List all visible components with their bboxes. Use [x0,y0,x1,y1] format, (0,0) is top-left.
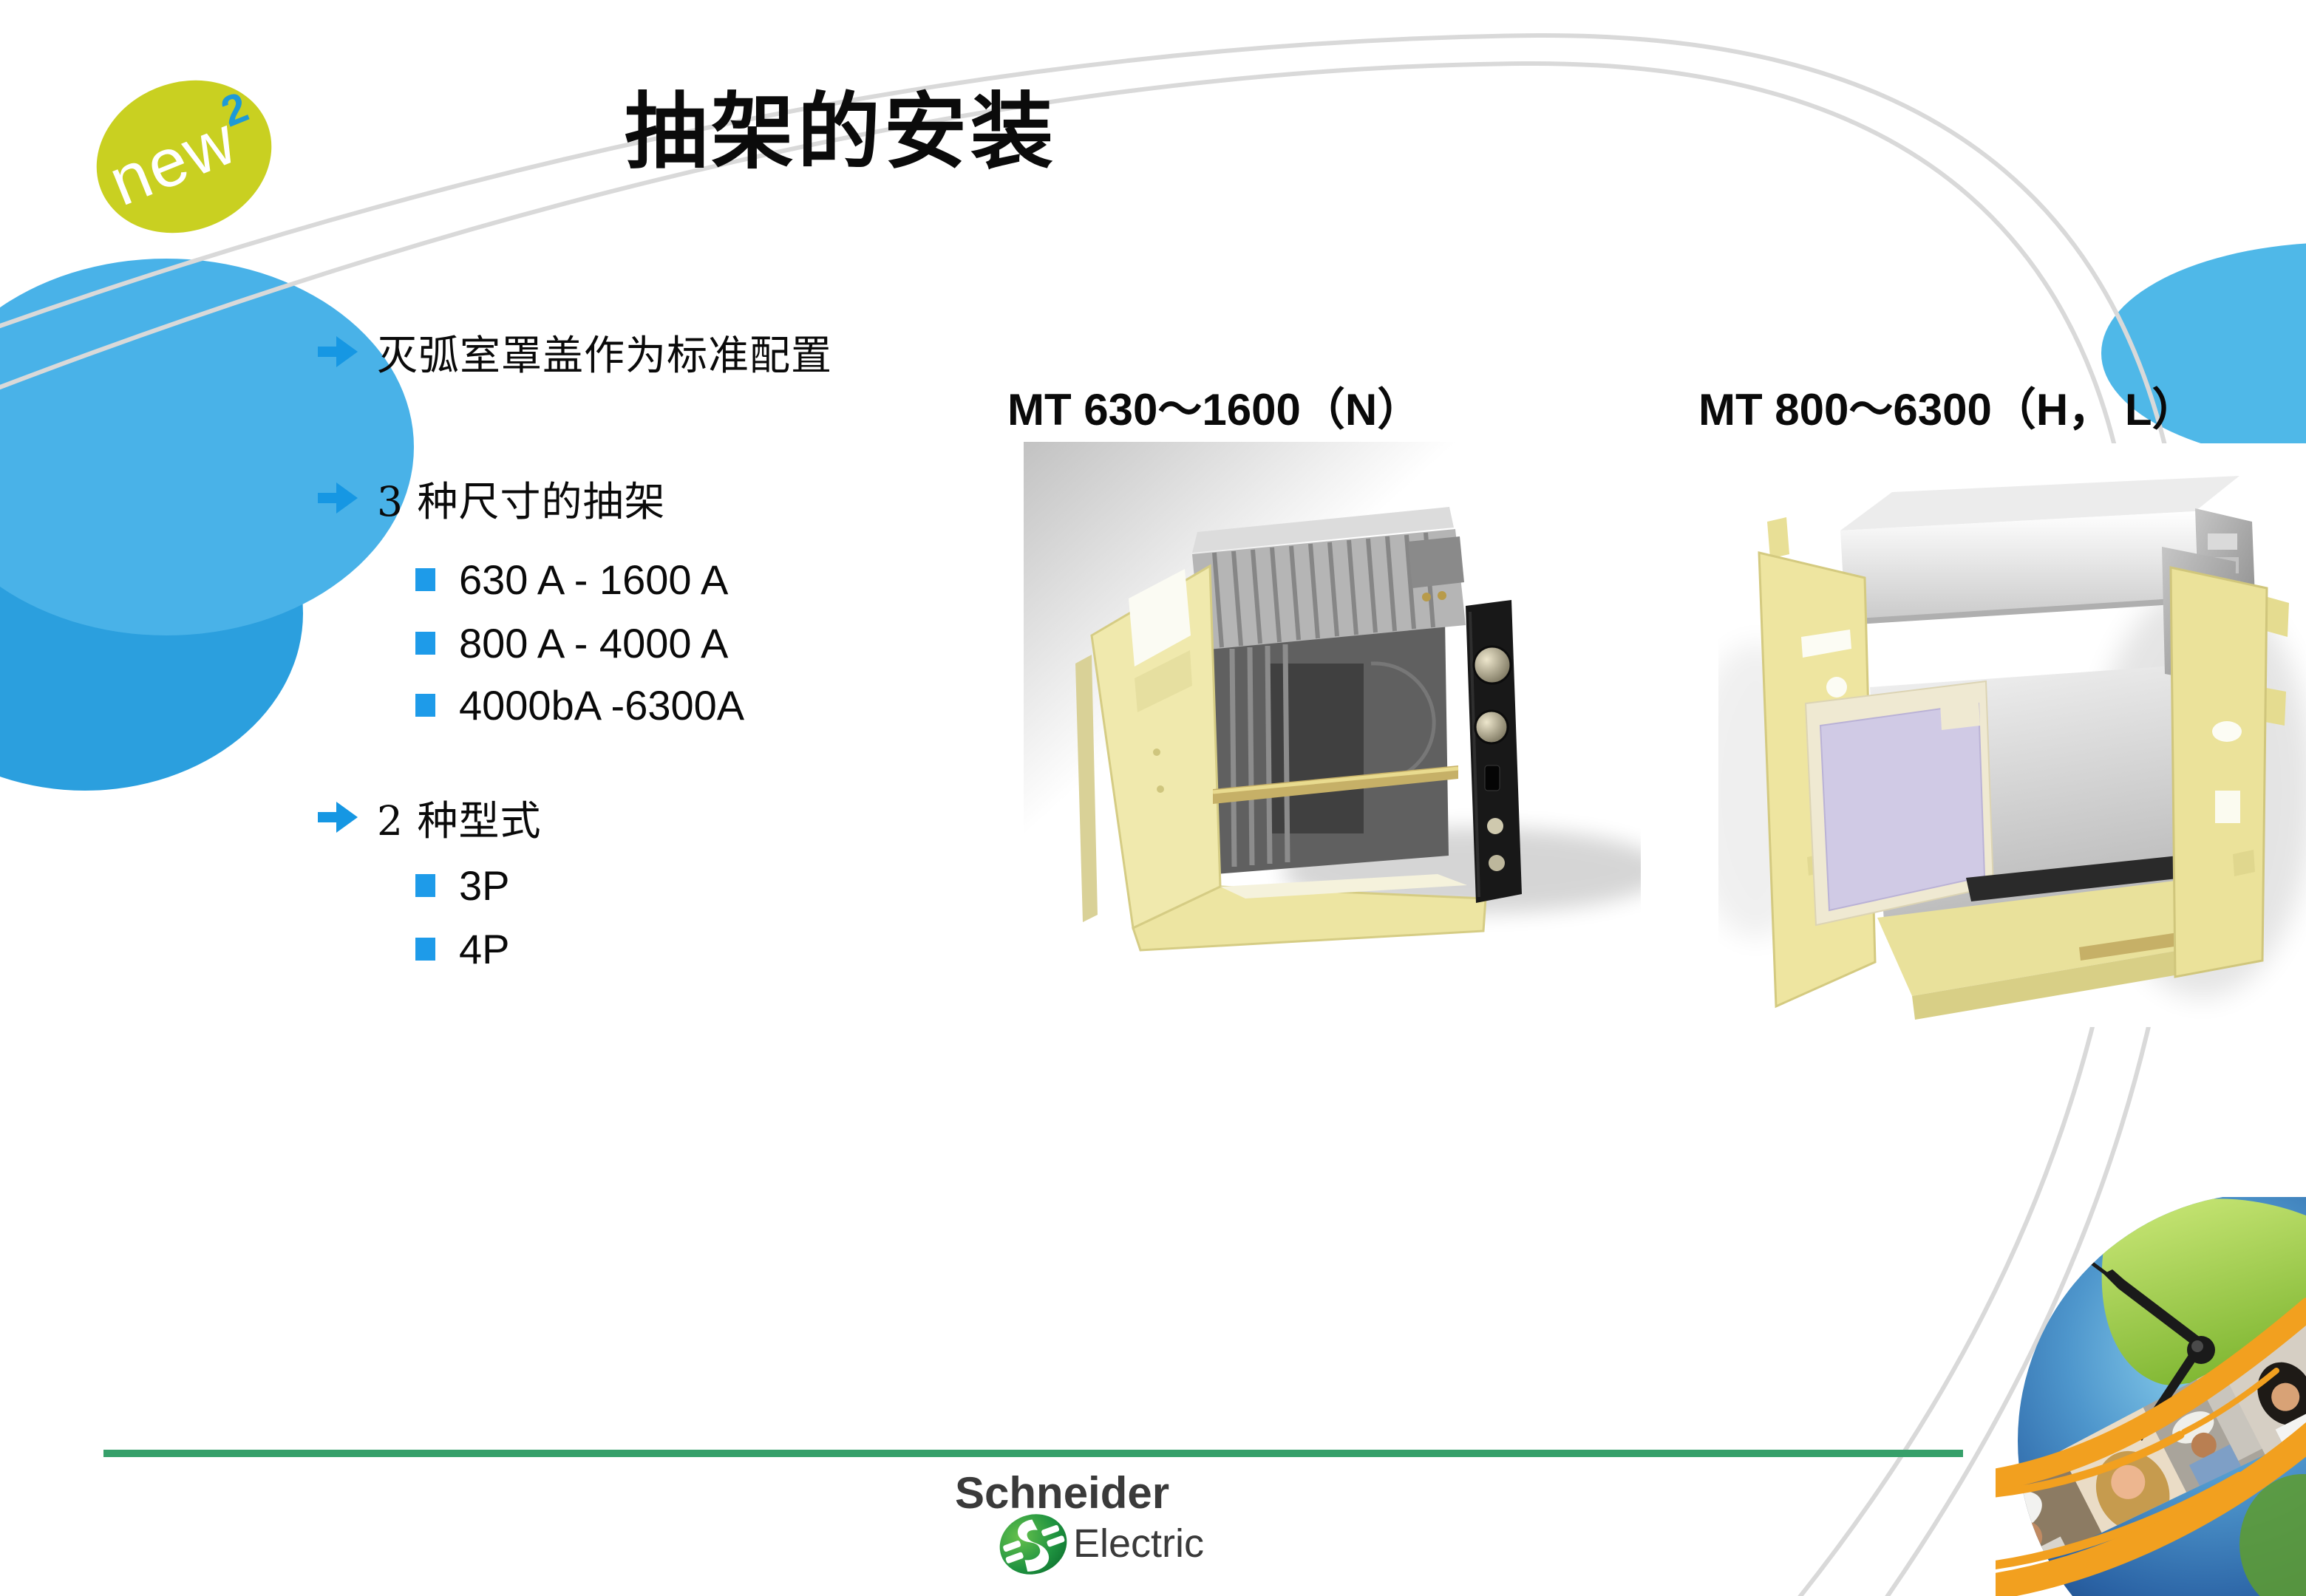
sub-item-label: 800 A - 4000 A [459,620,729,666]
bullet-label: 2 种型式 [377,797,542,845]
square-bullet-icon [415,874,435,897]
sub-item-630-1600: 630 A - 1600 A [415,556,728,604]
footer-divider-line [103,1450,1963,1457]
arrow-bullet-icon [318,802,358,833]
square-bullet-icon [415,938,435,961]
cradle-large-illustration [1718,476,2306,1020]
sub-item-800-4000: 800 A - 4000 A [415,619,728,667]
sub-item-label: 4000bA -6300A [459,682,745,729]
sub-item-label: 630 A - 1600 A [459,556,729,603]
arc-line-inner [0,61,2140,1596]
sub-item-4p: 4P [415,925,510,973]
bullet-label: 灭弧室罩盖作为标准配置 [377,332,833,379]
sub-item-3p: 3P [415,862,510,910]
sub-item-label: 4P [459,926,510,972]
sub-item-4000-6300: 4000bA -6300A [415,681,744,729]
bullet-item-1: 灭弧室罩盖作为标准配置 [318,322,832,381]
product-image-mt-630-1600 [1024,442,1641,952]
globe-illustration [1996,1197,2306,1596]
schneider-badge-icon [996,1509,1070,1580]
sub-item-label: 3P [459,862,510,909]
bullet-item-2: 3 种尺寸的抽架 [318,468,665,528]
arc-line-outer [0,33,2191,1596]
bullet-item-3: 2 种型式 [318,788,541,847]
square-bullet-icon [415,568,435,591]
brand-subname: Electric [1073,1521,1205,1566]
arrow-bullet-icon [318,336,358,367]
page-title: 抽架的安装 [625,83,1057,180]
square-bullet-icon [415,694,435,717]
left-blue-ellipse-light [0,259,414,635]
cradle-small-illustration [1024,442,1641,952]
bullet-label: 3 种尺寸的抽架 [377,478,666,525]
orange-swoosh [1996,1297,2306,1596]
brand-name: Schneider [955,1468,1170,1518]
square-bullet-icon [415,632,435,655]
caption-mt-630-1600: MT 630～1600（N） [1007,385,1422,434]
caption-mt-800-6300: MT 800～6300（H， L） [1698,385,2197,434]
arrow-bullet-icon [318,482,358,514]
product-image-mt-800-6300 [1718,443,2306,1027]
